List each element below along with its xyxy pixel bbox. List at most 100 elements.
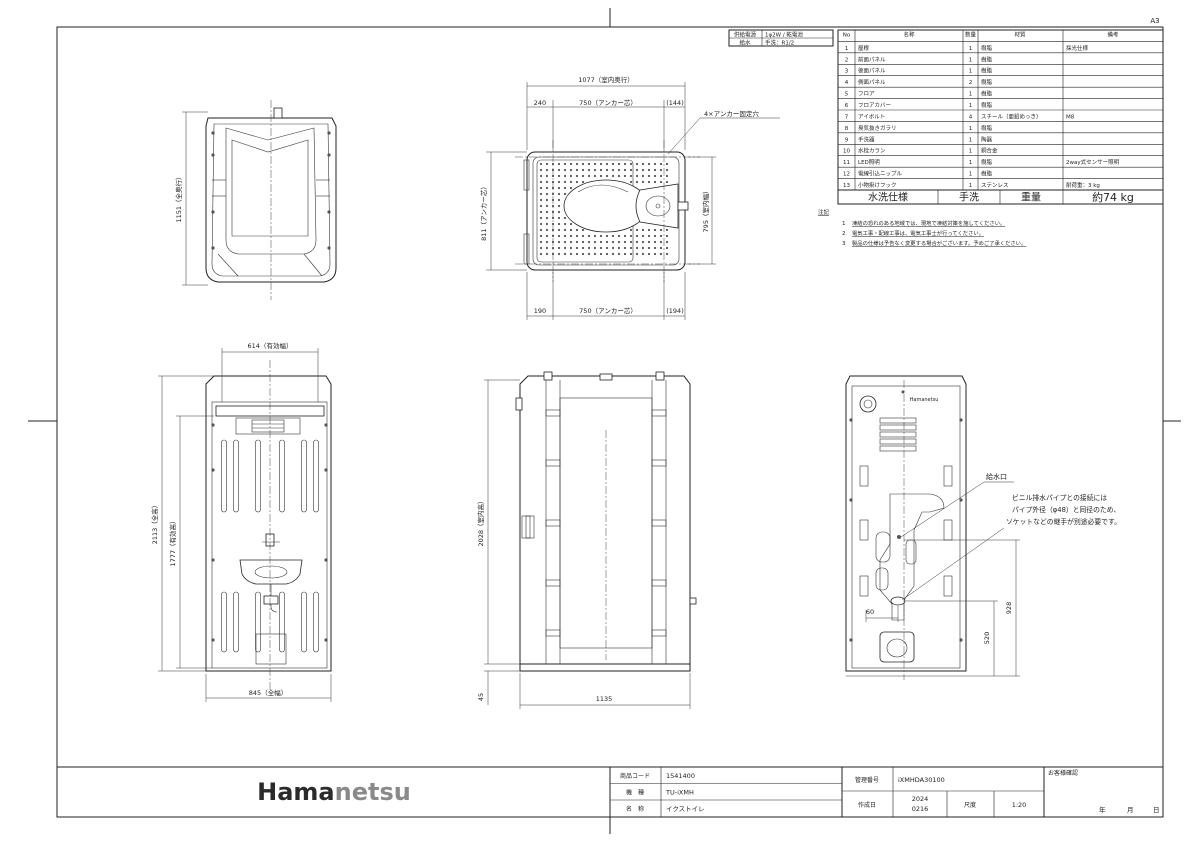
floor-dot: [599, 174, 603, 178]
parts-cell-material: 樹脂: [981, 124, 993, 132]
frame-bracket: [651, 459, 667, 467]
note-3-no: 3: [842, 241, 846, 247]
dim-anchor-center-top: 750（アンカー芯）: [579, 98, 637, 107]
parts-header-remarks: 備考: [1107, 31, 1119, 39]
label-supply-port: 給水口: [986, 472, 1007, 481]
floor-dot: [581, 246, 585, 250]
floor-dot: [635, 168, 639, 172]
floor-dot: [629, 240, 633, 244]
wall-slot: [233, 439, 239, 513]
floor-dot: [611, 246, 615, 250]
floor-dot: [539, 198, 543, 202]
floor-dot: [557, 198, 561, 202]
floor-dot: [611, 162, 615, 166]
spec-table: 供給電源 1φ2W / 乾電池 給水 手洗：R1/2: [728, 29, 834, 47]
date-year: 2024: [912, 795, 929, 803]
floor-dot: [539, 162, 543, 166]
parts-cell-name: 手洗器: [858, 135, 875, 143]
floor-dot: [653, 240, 657, 244]
note-3-text: 製品の仕様は予告なく変更する場合がございます。予めご了承ください。: [852, 239, 1026, 247]
floor-dot: [539, 210, 543, 214]
floor-dot: [629, 162, 633, 166]
floor-dot: [653, 234, 657, 238]
floor-dot: [647, 228, 651, 232]
floor-dot: [635, 174, 639, 178]
floor-dot: [647, 174, 651, 178]
floor-dot: [647, 252, 651, 256]
confirm-day-label: 日: [1153, 806, 1160, 814]
floor-dot: [557, 252, 561, 256]
parts-cell-no: 5: [845, 92, 849, 98]
floor-dot: [593, 234, 597, 238]
floor-dot: [617, 252, 621, 256]
pipe-note-line-2: パイプ外径（φ48）と同径のため、: [1012, 505, 1120, 514]
floor-dot: [635, 228, 639, 232]
frame-bracket: [545, 629, 561, 637]
frame-bracket: [545, 459, 561, 467]
floor-dot: [545, 180, 549, 184]
title-block: Hamanetsu 商品コード 1541400 機 種 TU-iXMH 名 称 …: [57, 766, 1163, 817]
louver-slat: [879, 417, 917, 424]
spec-label-water: 給水: [739, 39, 751, 47]
parts-header-name: 名称: [903, 31, 915, 39]
parts-cell-material: 銅合金: [981, 147, 998, 155]
floor-dot: [623, 162, 627, 166]
frame-bracket: [651, 409, 667, 417]
floor-dot: [611, 174, 615, 178]
parts-cell-material: 陶器: [981, 135, 993, 143]
front-view-interior: 614（有効幅） 2113（全高） 1777（有効高） 845（全幅）: [150, 341, 332, 702]
floor-dot: [575, 174, 579, 178]
floor-dot: [587, 174, 591, 178]
dim-interior-depth: 1077（室内奥行）: [578, 75, 634, 84]
floor-dot: [563, 240, 567, 244]
floor-dot: [617, 246, 621, 250]
floor-dot: [539, 234, 543, 238]
summary-spec: 水洗仕様: [868, 191, 908, 204]
sheet-size-label: A3: [1150, 17, 1159, 25]
parts-cell-qty: 2: [969, 80, 973, 86]
floor-dot: [611, 252, 615, 256]
scale-value: 1:20: [1012, 801, 1027, 809]
floor-dot: [563, 228, 567, 232]
floor-dot: [659, 234, 663, 238]
floor-dot: [539, 222, 543, 226]
parts-cell-no: 13: [843, 183, 850, 189]
note-2-no: 2: [842, 231, 846, 237]
dim-anchor-center-bottom: 750（アンカー芯）: [579, 306, 637, 315]
dim-bottom-190: 190: [534, 307, 546, 315]
floor-dot: [563, 234, 567, 238]
floor-dot: [557, 162, 561, 166]
note-1-text: 凍結の恐れのある地域では、現地で凍結対策を施してください。: [852, 219, 1005, 227]
parts-cell-name: 電線引込ニップル: [858, 170, 903, 178]
floor-dot: [665, 174, 669, 178]
floor-dot: [539, 246, 543, 250]
parts-cell-name: フロアカバー: [858, 102, 891, 109]
wall-slot: [221, 439, 227, 513]
parts-cell-name: LED照明: [858, 159, 880, 166]
model-value: TU-iXMH: [665, 789, 694, 797]
parts-cell-qty: 1: [969, 172, 973, 178]
mgmt-no-value: iXMHDA30100: [898, 776, 945, 784]
dim-60: 60: [866, 608, 874, 616]
product-code-value: 1541400: [666, 772, 695, 780]
brand-logo-dark: Hama: [257, 778, 334, 806]
summary-wash: 手洗: [959, 191, 979, 204]
parts-cell-material: 樹脂: [981, 170, 993, 178]
floor-dot: [569, 252, 573, 256]
floor-dot: [575, 162, 579, 166]
floor-dot: [587, 246, 591, 250]
floor-dot: [569, 234, 573, 238]
parts-cell-material: 樹脂: [981, 67, 993, 75]
floor-dot: [665, 246, 669, 250]
floor-dot: [557, 240, 561, 244]
dim-total-width: 845（全幅）: [249, 688, 287, 697]
floor-dot: [635, 240, 639, 244]
floor-dot: [575, 234, 579, 238]
summary-weight-label: 重量: [1021, 191, 1041, 204]
parts-cell-material: 樹脂: [981, 158, 993, 166]
dim-interior-width-795: 795（室内幅）: [701, 188, 710, 233]
floor-dot: [623, 240, 627, 244]
floor-dot: [557, 180, 561, 184]
floor-dot: [569, 168, 573, 172]
